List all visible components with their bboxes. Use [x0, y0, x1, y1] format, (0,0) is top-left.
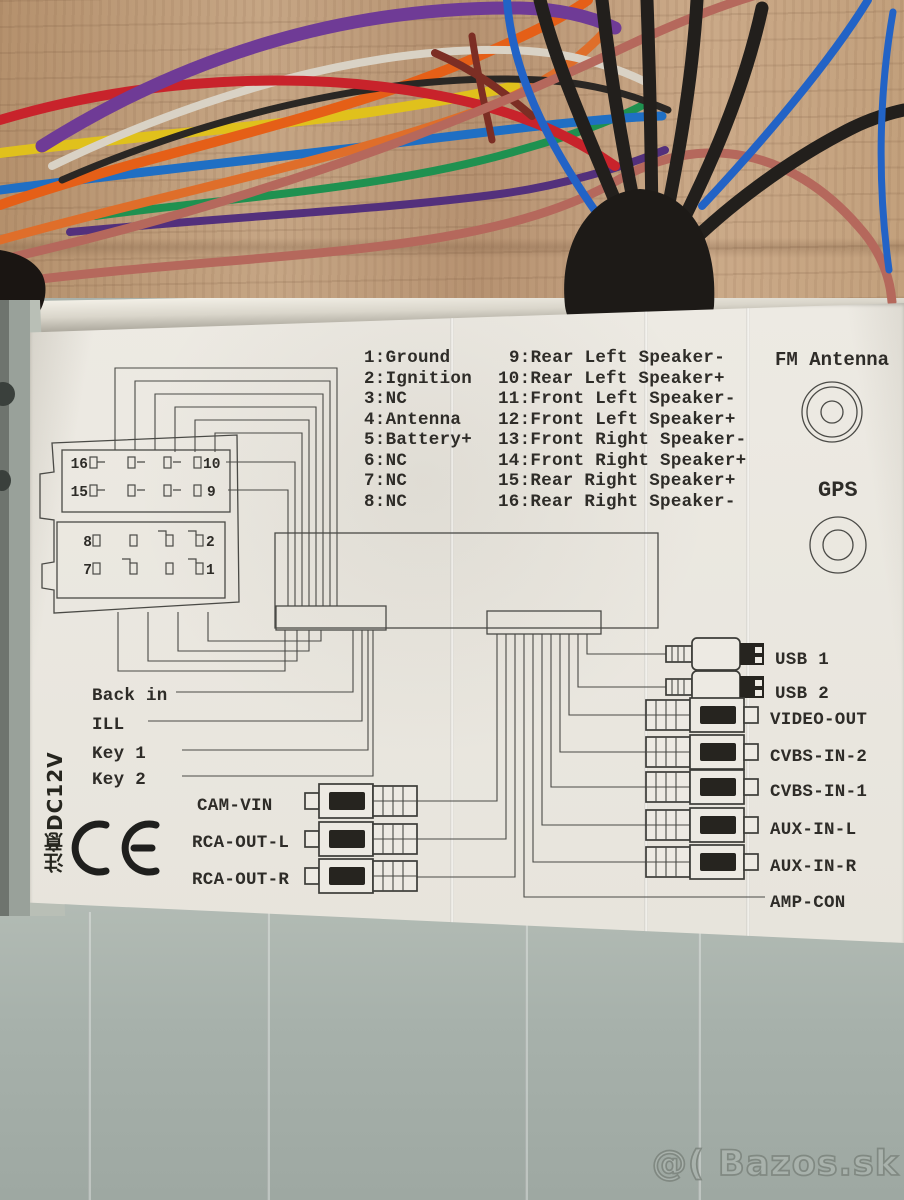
- legend-row: 2:Ignition: [364, 369, 472, 389]
- bazos-watermark: @( Bazos.sk: [651, 1143, 899, 1185]
- ill-label: ILL: [92, 715, 124, 735]
- legend-row: 5:Battery+: [364, 430, 472, 450]
- wire-red: [0, 75, 620, 171]
- usb-plug-icon-2: [665, 670, 764, 704]
- main-unit-outline: [274, 532, 659, 629]
- legend-row: 6:NC: [364, 451, 407, 471]
- mounting-hole: [0, 470, 11, 491]
- fm-antenna-jack-icon: [801, 381, 863, 443]
- routing-lines-right-fanout: [417, 634, 765, 898]
- harness-block-right: [486, 610, 602, 635]
- cable-grommet: [564, 189, 715, 334]
- key1-label: Key 1: [92, 744, 146, 764]
- iso-pin-number: 15: [71, 485, 88, 501]
- gps-label: GPS: [818, 478, 858, 503]
- iso-connector-diagram: 16 15 10 9 8 7 2 1: [39, 434, 240, 614]
- legend-row: 1:Ground: [364, 348, 450, 368]
- video-out-label: VIDEO-OUT: [770, 710, 867, 730]
- legend-row: 16:Rear Right Speaker-: [498, 492, 736, 512]
- label-crease: [450, 303, 454, 943]
- usb2-label: USB 2: [775, 684, 829, 704]
- legend-row: 15:Rear Right Speaker+: [498, 471, 736, 491]
- rca-plug-icon-cam-vin: [304, 783, 418, 819]
- cvbs-in-2-label: CVBS-IN-2: [770, 747, 867, 767]
- iso-pin-number: 10: [203, 457, 220, 473]
- legend-row: 13:Front Right Speaker-: [498, 430, 746, 450]
- wire-dark-red: [468, 32, 496, 144]
- legend-row: 9:Rear Left Speaker-: [509, 348, 725, 368]
- legend-row: 4:Antenna: [364, 410, 461, 430]
- rca-plug-icon-rca-out-r: [304, 858, 418, 894]
- legend-row: 3:NC: [364, 389, 407, 409]
- cam-vin-label: CAM-VIN: [197, 796, 273, 816]
- chassis-seam: [525, 912, 528, 1200]
- wire-dark-red: [431, 49, 536, 120]
- label-crease: [644, 303, 648, 943]
- fm-antenna-label: FM Antenna: [775, 349, 889, 371]
- wires-illustration: [0, 0, 904, 341]
- legend-row: 11:Front Left Speaker-: [498, 389, 736, 409]
- usb-plug-icon-1: [665, 637, 764, 671]
- usb1-label: USB 1: [775, 650, 829, 670]
- rca-plug-icon-aux-in-r: [645, 844, 759, 880]
- rca-plug-icon-aux-in-l: [645, 807, 759, 843]
- amp-con-label: AMP-CON: [770, 893, 846, 913]
- legend-row: 12:Front Left Speaker+: [498, 410, 736, 430]
- wiring-label: 16 15 10 9 8 7 2 1 1:Ground 2:Ignition 3…: [30, 303, 904, 943]
- wire-purple: [35, 1, 622, 153]
- photo-area: [0, 0, 904, 341]
- mounting-hole: [0, 382, 15, 406]
- legend-row: 7:NC: [364, 471, 407, 491]
- dc12v-warning-text: 注意DC12V: [43, 751, 67, 873]
- rca-plug-icon-cvbs-in-1: [645, 769, 759, 805]
- iso-pin-number: 2: [206, 535, 215, 551]
- gps-jack-icon: [809, 516, 867, 574]
- legend-row: 14:Front Right Speaker+: [498, 451, 746, 471]
- routing-lines-left-fanout: [117, 612, 374, 777]
- wiring-diagram: 16 15 10 9 8 7 2 1 1:Ground 2:Ignition 3…: [39, 348, 889, 913]
- cvbs-in-1-label: CVBS-IN-1: [770, 782, 867, 802]
- rca-plug-icon-cvbs-in-2: [645, 734, 759, 770]
- pin-legend-right-column: 9:Rear Left Speaker- 10:Rear Left Speake…: [498, 348, 746, 512]
- wire-salmon: [0, 0, 756, 265]
- iso-pin-squares: [89, 456, 204, 575]
- iso-pin-number: 8: [83, 535, 92, 551]
- back-in-label: Back in: [92, 686, 168, 706]
- key2-label: Key 2: [92, 770, 146, 790]
- iso-pin-number: 7: [83, 563, 92, 579]
- chassis-seam: [698, 912, 701, 1200]
- aux-in-l-label: AUX-IN-L: [770, 820, 856, 840]
- ce-mark-icon: [71, 820, 160, 876]
- legend-row: 8:NC: [364, 492, 407, 512]
- harness-block-left: [275, 605, 387, 631]
- aux-in-r-label: AUX-IN-R: [770, 857, 857, 877]
- rca-plug-icon-rca-out-l: [304, 821, 418, 857]
- label-crease: [746, 303, 750, 943]
- iso-pin-number: 16: [71, 457, 88, 473]
- chassis-bottom-panel: [0, 905, 904, 1200]
- pin-legend-left-column: 1:Ground 2:Ignition 3:NC 4:Antenna 5:Bat…: [364, 348, 472, 512]
- blue-wires: [503, 0, 897, 274]
- legend-row: 10:Rear Left Speaker+: [498, 369, 725, 389]
- iso-pin-number: 1: [206, 563, 215, 579]
- rca-out-r-label: RCA-OUT-R: [192, 870, 289, 890]
- routing-lines-iso-to-block: [114, 367, 338, 606]
- rca-out-l-label: RCA-OUT-L: [192, 833, 289, 853]
- chassis-seam: [267, 912, 270, 1200]
- rca-plug-icon-video-out: [645, 697, 759, 733]
- iso-pin-number: 9: [207, 485, 216, 501]
- chassis-seam: [88, 912, 91, 1200]
